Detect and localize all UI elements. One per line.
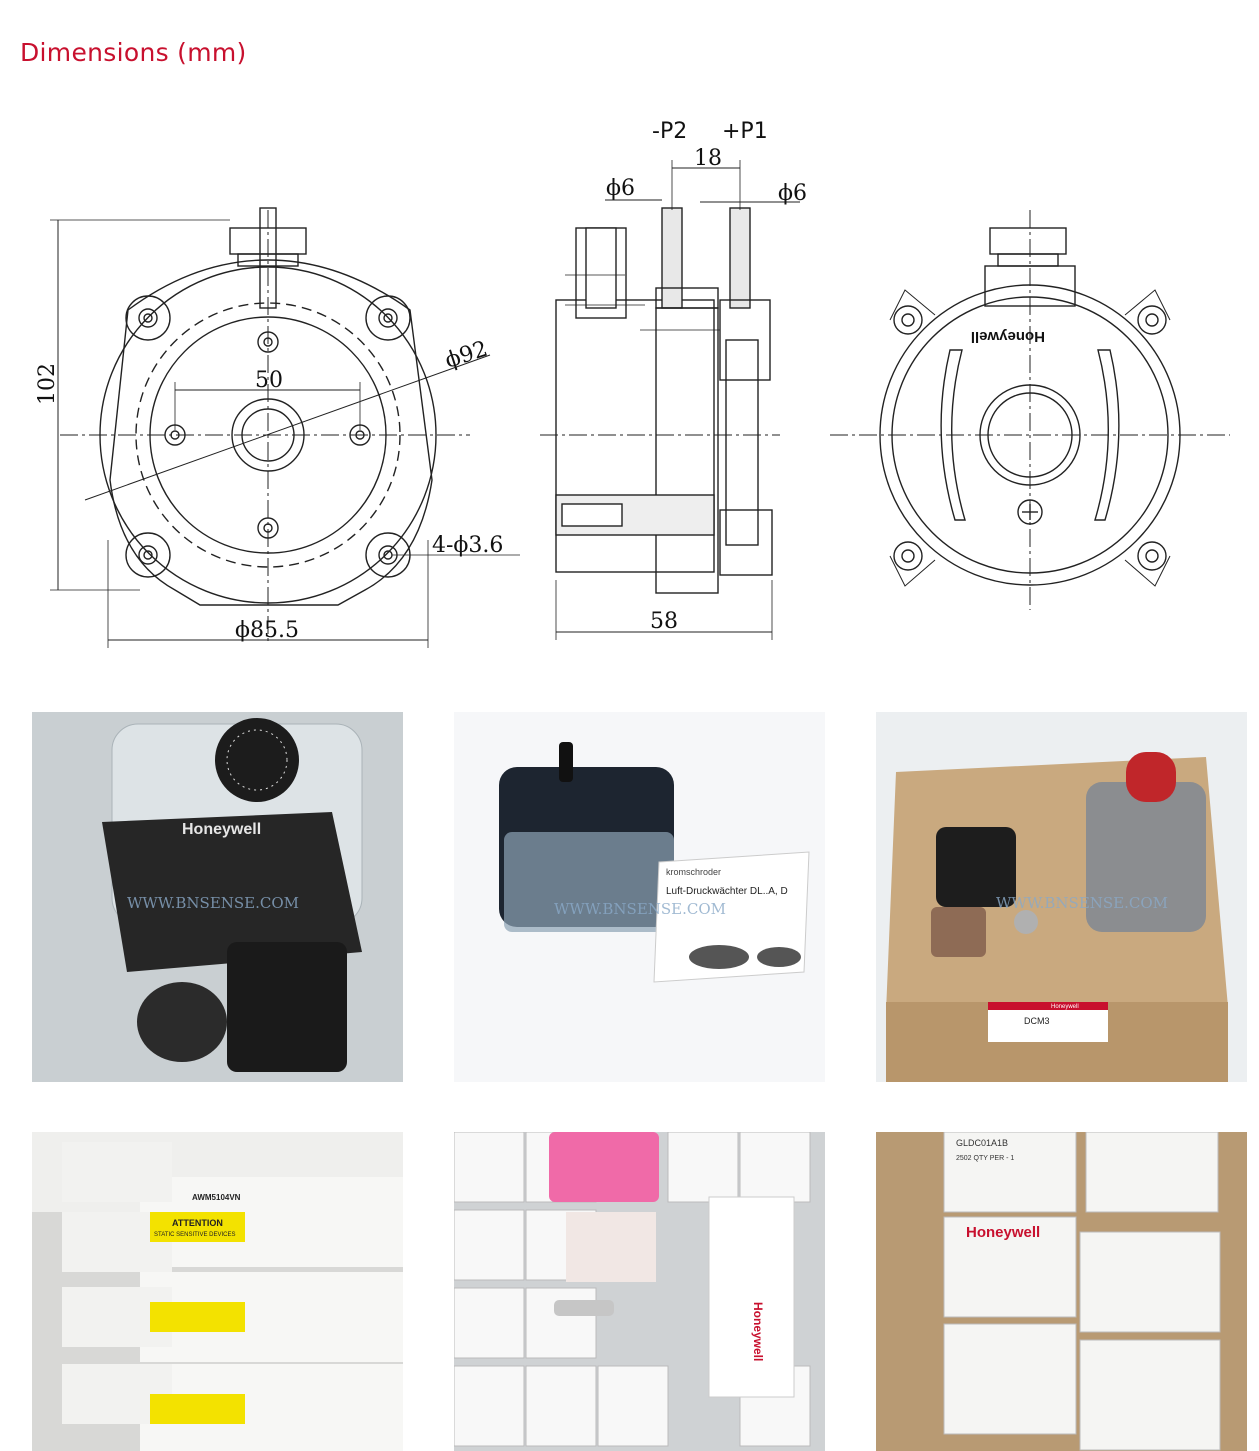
photo-3-watermark: WWW.BNSENSE.COM [996,894,1168,912]
photo-6-brand: Honeywell [966,1224,1040,1241]
photo-2-watermark: WWW.BNSENSE.COM [554,900,726,918]
dim-port-spacing: 18 [694,146,722,171]
port-plus-label: +P1 [722,119,768,144]
front-view [50,207,520,648]
side-view [540,160,800,640]
product-photo-6: GLDC01A1B 2502 QTY PER - 1 Honeywell [876,1132,1247,1451]
product-photo-4: AWM5104VN ATTENTION STATIC SENSITIVE DEV… [32,1132,403,1451]
photo-3-brand: Honeywell [1051,1004,1079,1010]
product-photo-3: DCM3 Honeywell WWW.BNSENSE.COM [876,712,1247,1082]
photo-5-brand: Honeywell [751,1302,765,1361]
photo-4-label-text: STATIC SENSITIVE DEVICES [154,1232,235,1238]
dim-outer-diameter: ϕ85.5 [235,618,299,643]
photo-4-label-model: AWM5104VN [192,1193,241,1202]
product-photo-1: Honeywell WWW.BNSENSE.COM [32,712,403,1082]
photo-6-label-model: GLDC01A1B [956,1138,1008,1148]
rear-view [830,210,1230,610]
dim-holes: 4-ϕ3.6 [432,533,503,558]
dim-bolt-spacing: 50 [255,368,283,393]
photo-4-label-title: ATTENTION [172,1218,223,1228]
dim-depth: 58 [650,609,678,634]
photo-1-watermark: WWW.BNSENSE.COM [127,894,299,912]
page-title: Dimensions (mm) [20,38,247,67]
product-photo-5: Honeywell [454,1132,825,1451]
dim-body-diameter: ϕ92 [442,337,491,374]
photo-1-brand: Honeywell [182,821,261,838]
dim-height: 102 [35,363,60,405]
dim-port-right-diameter: ϕ6 [778,181,807,206]
photo-2-brand: kromschroder [666,867,721,877]
dim-port-left-diameter: ϕ6 [606,176,635,201]
photo-6-label-qty: 2502 QTY PER - 1 [956,1155,1014,1162]
rear-brand: Honeywell [971,328,1045,345]
product-photo-2: kromschroder Luft-Druckwächter DL..A, D … [454,712,825,1082]
photo-3-box-model: DCM3 [1024,1016,1050,1026]
port-minus-label: -P2 [652,119,687,144]
photo-2-manual: Luft-Druckwächter DL..A, D [666,886,788,897]
dimension-drawing: 102 50 ϕ92 4-ϕ3.6 ϕ85.5 -P2 +P1 18 ϕ6 ϕ6… [35,119,1230,648]
